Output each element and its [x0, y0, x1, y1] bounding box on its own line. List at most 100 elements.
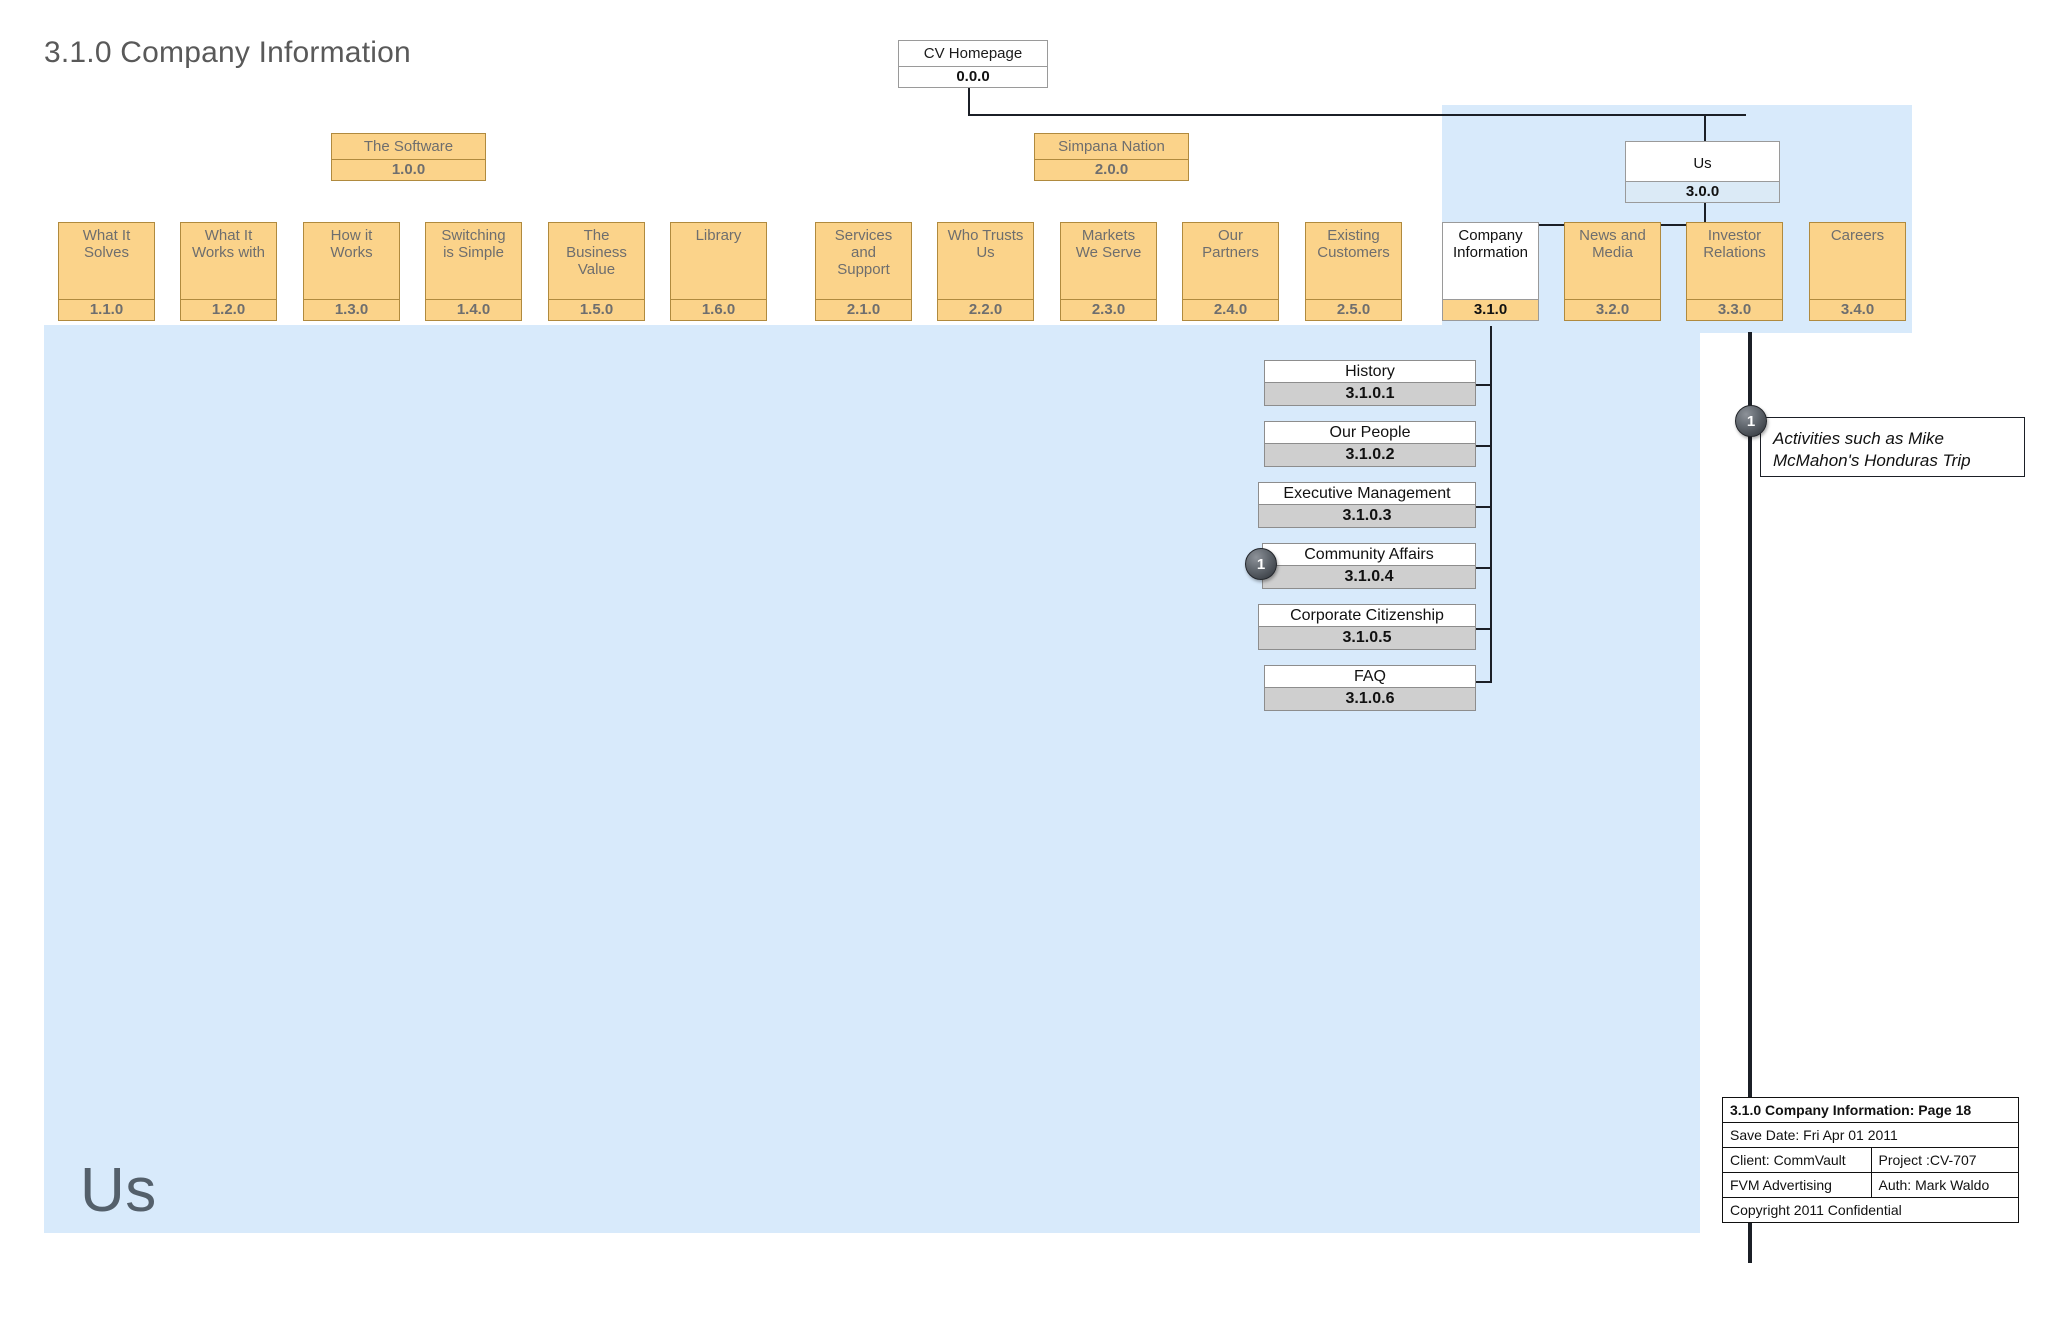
node-title: What It Solves [82, 227, 131, 261]
node-code: 3.2.0 [1565, 299, 1660, 320]
info-row-copyright: Copyright 2011 Confidential [1723, 1198, 2018, 1222]
node-code: 2.3.0 [1061, 299, 1156, 320]
annotation-spine [1748, 332, 1752, 1263]
node-title: Switching is Simple [441, 227, 506, 261]
page-title: 3.1.0 Company Information [44, 36, 411, 69]
node-news-and-media[interactable]: News and Media 3.2.0 [1564, 222, 1661, 321]
callout-badge-annotation[interactable]: 1 [1735, 405, 1767, 437]
node-title: Careers [1830, 227, 1885, 244]
connector-root-stub [968, 88, 970, 116]
node-company-information[interactable]: Company Information 3.1.0 [1442, 222, 1539, 321]
node-title: Our People [1329, 423, 1411, 441]
node-code: 2.1.0 [816, 299, 911, 320]
node-code: 1.2.0 [181, 299, 276, 320]
node-executive-management[interactable]: Executive Management 3.1.0.3 [1258, 482, 1476, 528]
info-author: Auth: Mark Waldo [1870, 1173, 2019, 1197]
node-code: 2.4.0 [1183, 299, 1278, 320]
node-corporate-citizenship[interactable]: Corporate Citizenship 3.1.0.5 [1258, 604, 1476, 650]
info-row-title: 3.1.0 Company Information: Page 18 [1723, 1098, 2018, 1123]
node-library[interactable]: Library 1.6.0 [670, 222, 767, 321]
node-how-it-works[interactable]: How it Works 1.3.0 [303, 222, 400, 321]
node-code: 3.1.0.6 [1265, 687, 1475, 710]
node-title: The Business Value [566, 227, 627, 278]
node-code: 3.4.0 [1810, 299, 1905, 320]
info-save-date: Save Date: Fri Apr 01 2011 [1730, 1127, 1898, 1143]
node-investor-relations[interactable]: Investor Relations 3.3.0 [1686, 222, 1783, 321]
node-code: 3.1.0.3 [1259, 504, 1475, 527]
node-title: Company Information [1452, 227, 1529, 261]
node-code: 1.3.0 [304, 299, 399, 320]
node-community-affairs[interactable]: Community Affairs 3.1.0.4 [1262, 543, 1476, 589]
node-existing-customers[interactable]: Existing Customers 2.5.0 [1305, 222, 1402, 321]
connector-root-bus [968, 114, 1746, 116]
node-title: Corporate Citizenship [1290, 606, 1444, 624]
node-code: 3.1.0.2 [1265, 443, 1475, 466]
node-simpana-nation[interactable]: Simpana Nation 2.0.0 [1034, 133, 1189, 181]
node-code: 2.2.0 [938, 299, 1033, 320]
connector-us-stub [1704, 202, 1706, 226]
node-title: Community Affairs [1304, 545, 1434, 563]
node-title: What It Works with [191, 227, 266, 261]
node-code: 3.0.0 [1626, 181, 1779, 202]
connector-children-trunk [1490, 326, 1492, 682]
node-the-software[interactable]: The Software 1.0.0 [331, 133, 486, 181]
node-us[interactable]: Us 3.0.0 [1625, 141, 1780, 203]
node-title: News and Media [1579, 227, 1646, 261]
node-who-trusts-us[interactable]: Who Trusts Us 2.2.0 [937, 222, 1034, 321]
info-copyright: Copyright 2011 Confidential [1730, 1202, 1902, 1218]
highlight-band-main [44, 325, 1700, 1233]
node-code: 2.5.0 [1306, 299, 1401, 320]
node-switching-is-simple[interactable]: Switching is Simple 1.4.0 [425, 222, 522, 321]
node-what-it-solves[interactable]: What It Solves 1.1.0 [58, 222, 155, 321]
node-title: Library [695, 227, 742, 244]
annotation-note: Activities such as Mike McMahon's Hondur… [1760, 417, 2025, 477]
node-the-business-value[interactable]: The Business Value 1.5.0 [548, 222, 645, 321]
node-markets-we-serve[interactable]: Markets We Serve 2.3.0 [1060, 222, 1157, 321]
node-code: 1.0.0 [332, 159, 485, 180]
connector-to-us [1704, 114, 1706, 142]
node-code: 1.4.0 [426, 299, 521, 320]
node-code: 3.1.0.4 [1263, 565, 1475, 588]
node-title: Our Partners [1202, 227, 1259, 261]
node-our-people[interactable]: Our People 3.1.0.2 [1264, 421, 1476, 467]
node-code: 3.1.0.1 [1265, 382, 1475, 405]
node-title: FAQ [1353, 667, 1386, 685]
info-title: 3.1.0 Company Information: Page 18 [1730, 1102, 1972, 1118]
annotation-text: Activities such as Mike McMahon's Hondur… [1773, 429, 1971, 471]
node-code: 1.5.0 [549, 299, 644, 320]
node-title: Us [1693, 154, 1712, 172]
info-project: Project :CV-707 [1870, 1148, 2019, 1172]
node-title: Simpana Nation [1058, 138, 1165, 155]
info-client: Client: CommVault [1730, 1152, 1846, 1168]
node-services-and-support[interactable]: Services and Support 2.1.0 [815, 222, 912, 321]
node-code: 2.0.0 [1035, 159, 1188, 180]
node-code: 1.6.0 [671, 299, 766, 320]
info-row-save-date: Save Date: Fri Apr 01 2011 [1723, 1123, 2018, 1148]
node-cv-homepage[interactable]: CV Homepage 0.0.0 [898, 40, 1048, 88]
node-title: Services and Support [834, 227, 893, 278]
node-history[interactable]: History 3.1.0.1 [1264, 360, 1476, 406]
node-title: How it Works [330, 227, 373, 261]
node-title: The Software [363, 138, 454, 155]
node-code: 3.1.0.5 [1259, 626, 1475, 649]
callout-badge-community-affairs[interactable]: 1 [1245, 548, 1277, 580]
node-our-partners[interactable]: Our Partners 2.4.0 [1182, 222, 1279, 321]
callout-badge-number: 1 [1256, 555, 1266, 573]
node-careers[interactable]: Careers 3.4.0 [1809, 222, 1906, 321]
node-title: Investor Relations [1703, 227, 1766, 261]
callout-badge-number: 1 [1746, 412, 1756, 430]
node-title: Markets We Serve [1075, 227, 1142, 261]
node-title: Who Trusts Us [947, 227, 1024, 261]
node-title: Existing Customers [1317, 227, 1390, 261]
node-what-it-works-with[interactable]: What It Works with 1.2.0 [180, 222, 277, 321]
node-code: 3.1.0 [1443, 299, 1538, 320]
node-title: CV Homepage [923, 45, 1023, 62]
info-row-agency-author: FVM Advertising Auth: Mark Waldo [1723, 1173, 2018, 1198]
info-row-client-project: Client: CommVault Project :CV-707 [1723, 1148, 2018, 1173]
node-title: History [1345, 362, 1395, 380]
node-title: Executive Management [1283, 484, 1451, 502]
node-faq[interactable]: FAQ 3.1.0.6 [1264, 665, 1476, 711]
node-code: 0.0.0 [899, 66, 1047, 87]
document-info-table: 3.1.0 Company Information: Page 18 Save … [1722, 1097, 2019, 1223]
node-code: 3.3.0 [1687, 299, 1782, 320]
